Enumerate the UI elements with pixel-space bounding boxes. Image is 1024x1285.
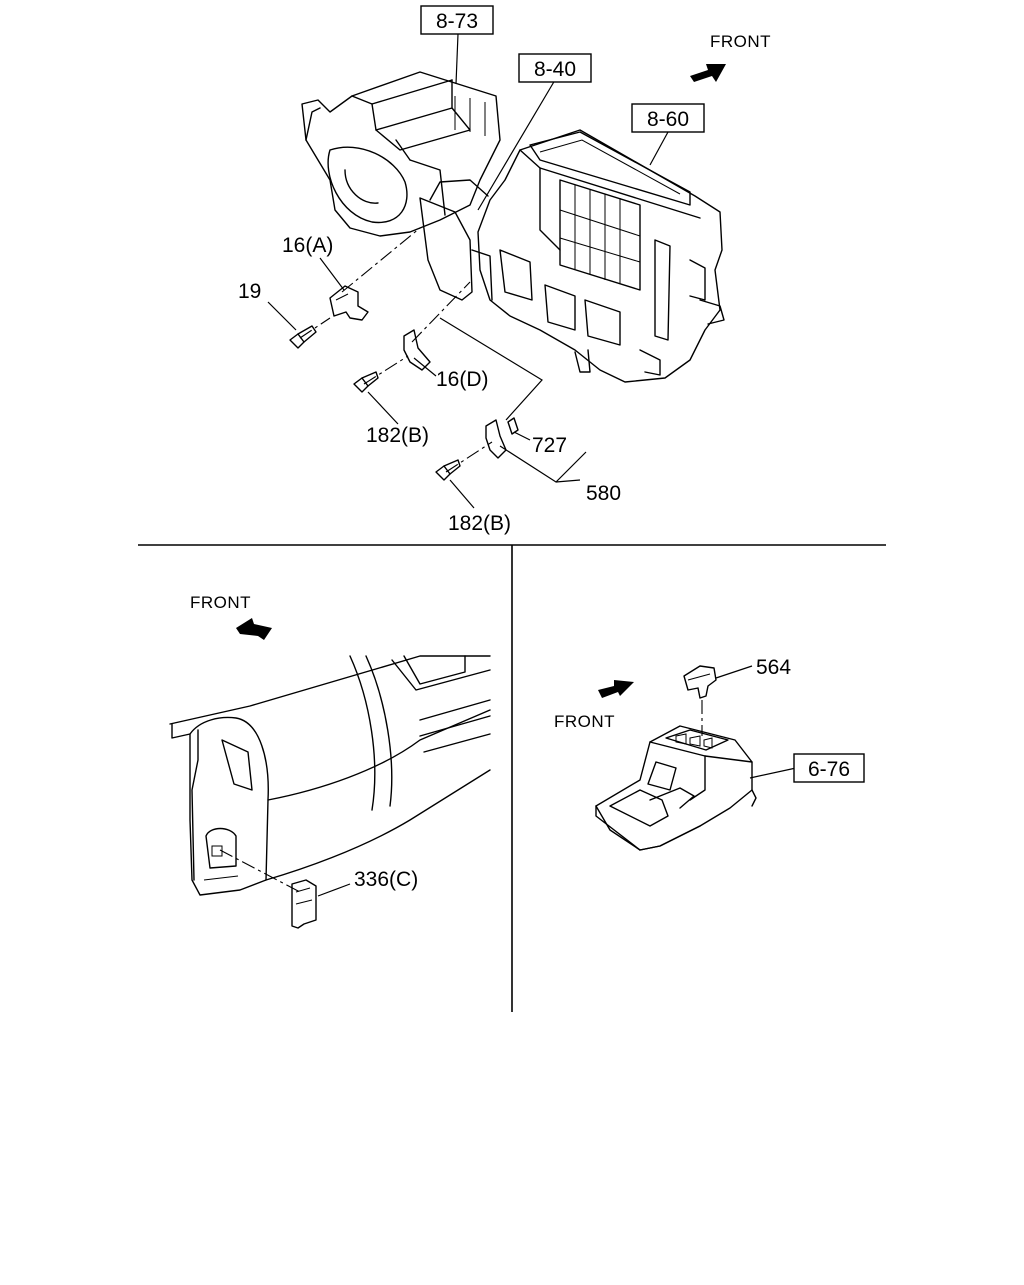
- label-182b-2: 182(B): [448, 512, 511, 535]
- label-727: 727: [532, 434, 567, 457]
- ref-box-8-60[interactable]: [631, 103, 705, 133]
- dash-19: [299, 317, 331, 339]
- screw-19: [289, 325, 317, 349]
- front-label-left: FRONT: [190, 593, 251, 612]
- front-label-right: FRONT: [554, 712, 615, 731]
- label-564: 564: [756, 656, 791, 679]
- leader-16d: [413, 357, 437, 377]
- front-arrow-right-icon: [598, 680, 634, 698]
- ref-6-76[interactable]: 6-76: [808, 758, 850, 781]
- leader-182b-2: [449, 479, 475, 509]
- leader-16a: [319, 257, 345, 291]
- clip-727: [507, 417, 519, 435]
- dash-182b-2: [445, 441, 493, 473]
- bracket-16d: [403, 329, 431, 371]
- front-arrow-top-icon: [690, 64, 726, 82]
- leader-8-60: [649, 131, 669, 166]
- label-336c: 336(C): [354, 868, 418, 891]
- label-580: 580: [586, 482, 621, 505]
- leader-336c: [317, 883, 351, 897]
- ref-box-8-73[interactable]: [420, 5, 494, 35]
- leader-580: [499, 445, 587, 483]
- ref-8-40[interactable]: 8-40: [534, 58, 576, 81]
- clip-564: [683, 665, 717, 699]
- front-arrow-left-icon: [236, 618, 272, 640]
- dash-16a: [341, 227, 421, 293]
- blower-unit-drawing: [301, 71, 501, 237]
- front-label-top: FRONT: [710, 32, 771, 51]
- label-182b-1: 182(B): [366, 424, 429, 447]
- screw-182b-2: [435, 459, 461, 481]
- dash-336c: [219, 849, 301, 893]
- leader-564: [715, 665, 753, 679]
- dash-16d: [411, 281, 471, 343]
- heater-unit-drawing: [419, 129, 725, 383]
- ref-box-6-76[interactable]: [793, 753, 865, 783]
- bracket-line: [439, 317, 543, 421]
- leader-8-73: [455, 33, 459, 85]
- ref-8-60[interactable]: 8-60: [647, 108, 689, 131]
- screw-182b-1: [353, 371, 379, 393]
- leader-182b-1: [367, 391, 399, 425]
- leader-6-76: [749, 767, 797, 779]
- label-16d: 16(D): [436, 368, 489, 391]
- bracket-16a: [329, 285, 369, 321]
- bracket-580: [485, 419, 507, 459]
- leader-727: [513, 431, 531, 441]
- ref-box-8-40[interactable]: [518, 53, 592, 83]
- label-19: 19: [238, 280, 261, 303]
- leader-19: [267, 301, 297, 331]
- dash-182b-1: [363, 355, 409, 385]
- leader-8-40: [477, 79, 556, 211]
- console-drawing: [595, 725, 757, 851]
- bracket-336c: [291, 879, 317, 929]
- label-16a: 16(A): [282, 234, 333, 257]
- dashboard-drawing: [169, 655, 491, 896]
- ref-8-73[interactable]: 8-73: [436, 10, 478, 33]
